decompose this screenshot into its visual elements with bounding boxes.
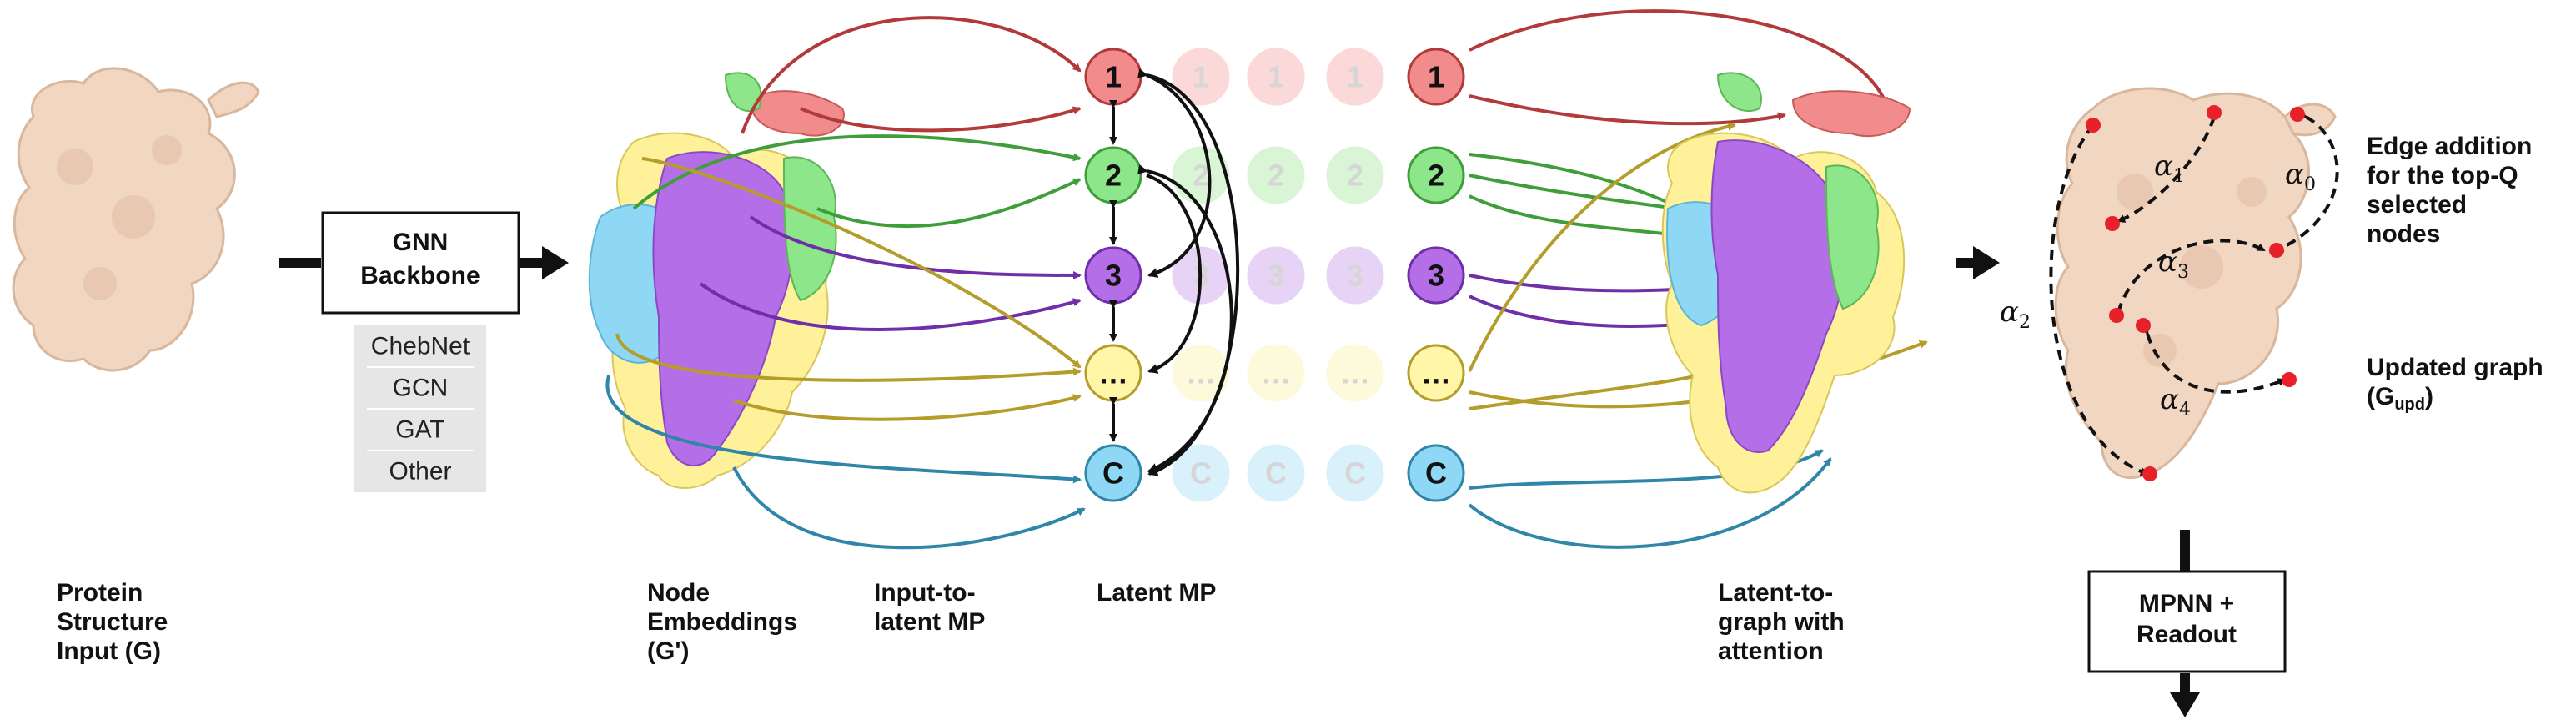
latent-node-output-2 [1407,246,1465,305]
latent-node-label-faded-3-3: … [1340,356,1370,390]
latent-node-label-output-0: 1 [1428,60,1444,94]
latent-node-label-output-1: 2 [1428,159,1444,193]
latent-node-label-faded-1-0: 1 [1193,60,1209,94]
latent-node-label-faded-3-2: 3 [1347,259,1363,293]
latent-node-label-faded-2-2: 3 [1268,259,1284,293]
latent-node-faded-2-1 [1247,146,1305,204]
protein-input-label-line2: Structure [57,608,168,636]
latent-node-faded-2-2 [1247,246,1305,305]
latent-node-label-active-0: 1 [1105,60,1122,94]
alpha-3: α3 [2158,245,2189,283]
latent-node-label-active-4: C [1102,456,1124,491]
latent-node-label-active-2: 3 [1105,259,1122,293]
gnn-variants-list: ChebNet GCN GAT Other [354,325,486,492]
latent-to-graph-label-line2: graph with [1718,608,1845,636]
variant-other: Other [389,458,451,486]
latent-node-label-faded-2-0: 1 [1268,60,1284,94]
arrow-to-updated-graph [1956,246,2000,279]
latent-node-faded-2-4 [1247,444,1305,502]
latent-node-label-active-3: … [1098,356,1128,390]
latent-node-label-faded-2-3: … [1261,356,1291,390]
alpha-4: α4 [2160,383,2191,420]
latent-node-label-faded-1-3: … [1186,356,1216,390]
node-embeddings-label-line2: Embeddings [647,608,797,636]
mpnn-readout-box: MPNN + Readout [2087,570,2287,673]
edge-addition-label-line2: for the top-Q [2367,162,2518,189]
latent-mp-label: Latent MP [1097,579,1216,607]
variant-chebnet: ChebNet [371,333,470,360]
latent-node-faded-1-1 [1172,146,1230,204]
protein-input-label-line1: Protein [57,579,143,607]
latent-node-label-faded-3-4: C [1344,456,1366,491]
input-to-latent-label-line1: Input-to- [874,579,976,607]
latent-node-label-faded-1-4: C [1190,456,1212,491]
latent-node-label-faded-1-1: 2 [1193,159,1209,193]
latent-node-label-faded-2-4: C [1265,456,1287,491]
input-to-latent-arrows [605,16,1086,550]
latent-node-label-faded-3-0: 1 [1347,60,1363,94]
arrow-from-mpnn [2170,673,2200,717]
variant-gat: GAT [395,416,444,444]
alpha-labels: α1 α0 α3 α2 α4 [2000,149,2316,420]
edge-addition-label-line3: selected [2367,191,2467,219]
latent-node-output-4 [1407,444,1465,502]
latent-to-graph-label-line3: attention [1718,637,1824,665]
edge-addition-label-line4: nodes [2367,220,2440,248]
node-embeddings-protein [588,72,845,489]
mpnn-label-line2: Readout [2137,621,2237,648]
updated-graph-protein [2054,87,2337,480]
latent-node-label-faded-2-1: 2 [1268,159,1284,193]
edge-addition-label-line1: Edge addition [2367,133,2532,160]
latent-node-faded-1-4 [1172,444,1230,502]
gnn-title-line2: Backbone [360,262,480,290]
input-to-latent-label-line2: latent MP [874,608,985,636]
protein-structure-input [12,67,260,372]
latent-node-output-3 [1407,344,1465,402]
variant-gcn: GCN [393,375,449,402]
edge-points [2086,105,2305,481]
latent-node-faded-3-1 [1326,146,1384,204]
protein-input-label-line3: Input (G) [57,637,161,665]
node-embeddings-label-line1: Node [647,579,710,607]
latent-mp-arrows [1109,68,1240,476]
latent-node-faded-3-2 [1326,246,1384,305]
latent-node-label-active-1: 2 [1105,159,1122,193]
latent-node-label-output-2: 3 [1428,259,1444,293]
latent-node-faded-2-3 [1247,344,1305,402]
latent-to-graph-protein [1661,72,1911,494]
latent-node-output-0 [1407,48,1465,106]
arrow-from-gnn [520,246,569,279]
alpha-2: α2 [2000,295,2031,333]
latent-node-faded-3-0 [1326,48,1384,106]
gnn-backbone-box: GNN Backbone [321,211,520,315]
latent-node-label-output-4: C [1425,456,1447,491]
latent-node-label-output-3: … [1421,356,1451,390]
updated-graph-label-line2: (Gupd) [2367,383,2433,414]
gnn-title-line1: GNN [393,229,449,256]
latent-node-faded-3-4 [1326,444,1384,502]
latent-node-faded-1-0 [1172,48,1230,106]
updated-graph-label-line1: Updated graph [2367,354,2543,381]
latent-to-graph-label-line1: Latent-to- [1718,579,1833,607]
alpha-0: α0 [2285,158,2316,195]
latent-node-faded-3-3 [1326,344,1384,402]
latent-node-faded-1-3 [1172,344,1230,402]
latent-node-label-faded-3-1: 2 [1347,159,1363,193]
mpnn-label-line1: MPNN + [2139,590,2234,617]
alpha-1: α1 [2154,149,2185,187]
node-embeddings-label-line3: (G') [647,637,689,665]
latent-node-faded-2-0 [1247,48,1305,106]
latent-node-output-1 [1407,146,1465,204]
added-edges [2049,108,2339,476]
